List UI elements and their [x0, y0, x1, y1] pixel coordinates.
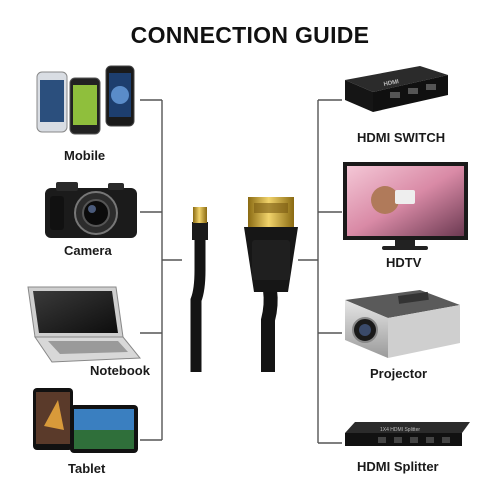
label-hdmi-splitter: HDMI Splitter: [357, 459, 439, 474]
projector-icon: [345, 290, 460, 358]
smartphones-icon: [36, 65, 135, 135]
switch-logo-text: HDMI: [383, 79, 400, 88]
label-tablet: Tablet: [68, 461, 106, 476]
label-hdtv: HDTV: [386, 255, 422, 270]
left-connector-lines: [140, 99, 182, 441]
hdmi-switch-icon: HDMI: [345, 66, 448, 112]
micro-hdmi-cable: [190, 207, 208, 372]
camera-icon: [45, 182, 137, 238]
label-hdmi-switch: HDMI SWITCH: [357, 130, 446, 145]
hdmi-splitter-icon: 1X4 HDMI Splitter: [345, 422, 470, 446]
page-title: CONNECTION GUIDE: [130, 22, 370, 48]
label-camera: Camera: [64, 243, 112, 258]
label-mobile: Mobile: [64, 148, 106, 163]
splitter-logo-text: 1X4 HDMI Splitter: [380, 427, 420, 433]
laptop-icon: [27, 286, 142, 363]
tablet-icon: [33, 388, 138, 453]
right-connector-lines: [298, 99, 342, 444]
tv-icon: [343, 162, 468, 250]
label-projector: Projector: [370, 366, 428, 381]
hdmi-cable: [244, 197, 298, 372]
label-notebook: Notebook: [90, 363, 150, 378]
